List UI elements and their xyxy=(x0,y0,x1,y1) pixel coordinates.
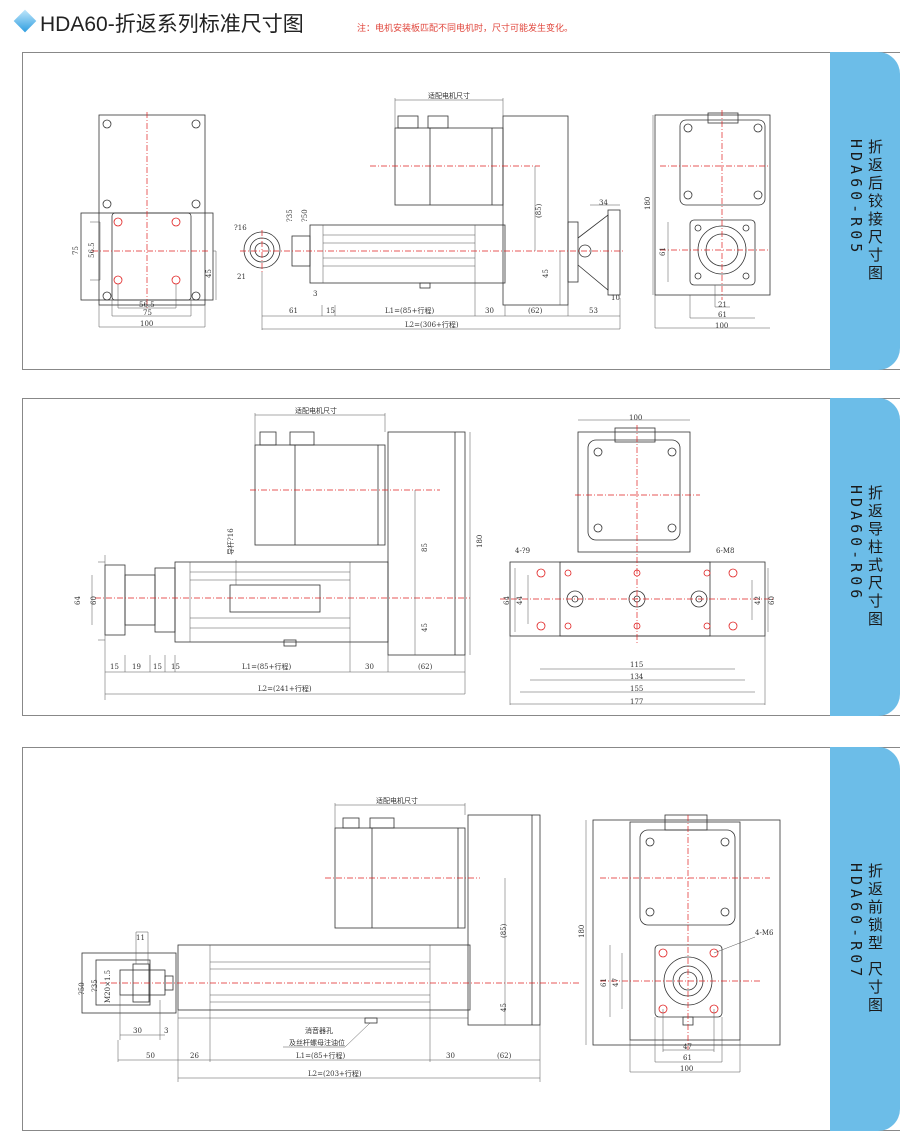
dim-label: (62) xyxy=(528,307,543,315)
dim-label: 11 xyxy=(136,934,145,942)
dim-label: 30 xyxy=(446,1052,455,1060)
dim-label: 30 xyxy=(485,307,494,315)
dim-label: 45 xyxy=(542,269,550,278)
dim-label: 64 xyxy=(503,596,511,605)
dim-label: ?16 xyxy=(234,224,247,232)
dim-label: 45 xyxy=(500,1003,508,1012)
dim-label: 53 xyxy=(589,307,598,315)
panel-code: HDA60-R06 xyxy=(847,485,865,603)
dim-label: 61 xyxy=(600,978,608,987)
panel-title: 折返导柱式尺寸图 xyxy=(866,485,884,629)
dim-label: 64 xyxy=(74,596,82,605)
dim-label: (62) xyxy=(497,1052,512,1060)
dim-label: 适配电机尺寸 xyxy=(295,406,337,415)
dim-label: 适配电机尺寸 xyxy=(376,796,418,805)
dim-label: 10 xyxy=(611,294,620,302)
r05-side-view: 适配电机尺寸 ?16 21 ?35 ?50 3 61 15 L1=(85+行程)… xyxy=(234,91,625,330)
dim-label: L1=(85+行程) xyxy=(296,1051,345,1060)
dim-label: 34 xyxy=(599,199,608,207)
dim-label: (62) xyxy=(418,663,433,671)
dim-label: ?35 xyxy=(91,979,99,992)
dim-label: 30 xyxy=(365,663,374,671)
panel-title: 折返前锁型 尺寸图 xyxy=(866,863,884,1015)
dim-label: 180 xyxy=(644,197,652,210)
dim-label: 180 xyxy=(578,925,586,938)
dim-label: 100 xyxy=(715,322,728,330)
dim-label: 85 xyxy=(421,543,429,552)
dim-label: 177 xyxy=(630,698,643,706)
dim-label: 100 xyxy=(140,320,153,328)
dim-label: 61 xyxy=(659,247,667,256)
dim-label: 100 xyxy=(680,1065,693,1073)
dim-label: 42 xyxy=(754,596,762,605)
dim-label: 180 xyxy=(476,535,484,548)
dim-label: 3 xyxy=(164,1027,168,1035)
dim-label: 47 xyxy=(683,1043,692,1051)
dim-label: L2=(203+行程) xyxy=(308,1069,362,1078)
page-note: 注：电机安装板匹配不同电机时，尺寸可能发生变化。 xyxy=(357,24,574,34)
dim-label: ?50 xyxy=(78,982,86,995)
panel-code: HDA60-R07 xyxy=(847,863,865,981)
dim-label: ?35 xyxy=(286,209,294,222)
dim-label: 56.5 xyxy=(139,301,155,309)
dim-label: 15 xyxy=(326,307,335,315)
dim-label: ?50 xyxy=(301,209,309,222)
dim-label: 消音器孔 xyxy=(305,1026,333,1035)
dim-label: L2=(241+行程) xyxy=(258,684,312,693)
panel-title: 折返后铰接尺寸图 xyxy=(866,139,884,283)
dim-label: 155 xyxy=(630,685,643,693)
dim-label: 导杆?16 xyxy=(226,528,235,555)
r07-side-view: 适配电机尺寸 11 ?50 ?35 M20×1.5 30 3 消音器孔 及丝杆螺… xyxy=(78,796,580,1082)
dim-label: L1=(85+行程) xyxy=(242,662,291,671)
page-title: HDA60-折返系列标准尺寸图 xyxy=(40,13,304,36)
dim-label: 45 xyxy=(205,269,213,278)
dim-label: 19 xyxy=(132,663,141,671)
dim-label: 61 xyxy=(683,1054,692,1062)
r05-end-view: 75 56.5 45 56.5 75 100 xyxy=(72,112,217,328)
dim-label: M20×1.5 xyxy=(104,970,112,1003)
dim-label: 4-?9 xyxy=(515,547,530,555)
dim-label: 60 xyxy=(768,596,776,605)
r06-side-view: 适配电机尺寸 导杆?16 85 45 180 64 60 15 19 15 15… xyxy=(74,406,484,700)
dim-label: 4-M6 xyxy=(755,929,774,937)
dim-label: 15 xyxy=(171,663,180,671)
dim-label: 61 xyxy=(289,307,298,315)
r05-front-view: 180 61 21 61 100 xyxy=(644,110,771,330)
dim-label: 134 xyxy=(630,673,644,681)
panel-code: HDA60-R05 xyxy=(847,139,865,257)
dim-label: 3 xyxy=(313,290,317,298)
dim-label: 100 xyxy=(629,414,642,422)
dim-label: 适配电机尺寸 xyxy=(428,91,470,100)
dim-label: 45 xyxy=(421,623,429,632)
dim-label: (85) xyxy=(500,923,508,938)
dim-label: L2=(306+行程) xyxy=(405,320,459,329)
dim-label: 75 xyxy=(72,246,80,255)
dim-label: 60 xyxy=(90,596,98,605)
dim-label: 26 xyxy=(190,1052,199,1060)
dim-label: L1=(85+行程) xyxy=(385,306,434,315)
dim-label: 30 xyxy=(133,1027,142,1035)
dim-label: 15 xyxy=(110,663,119,671)
dim-label: (85) xyxy=(535,203,543,218)
dim-label: 56.5 xyxy=(88,242,96,258)
dim-label: 75 xyxy=(143,309,152,317)
dim-label: 21 xyxy=(237,273,246,281)
dim-label: 及丝杆螺母注油位 xyxy=(289,1038,345,1047)
r06-front-view: 100 4-?9 6-M8 64 44 42 60 115 134 155 17… xyxy=(500,414,776,706)
dim-label: 6-M8 xyxy=(716,547,734,555)
dim-label: 15 xyxy=(153,663,162,671)
dim-label: 47 xyxy=(612,978,620,987)
dim-label: 21 xyxy=(718,301,727,309)
dim-label: 61 xyxy=(718,311,727,319)
dim-label: 115 xyxy=(630,661,643,669)
dim-label: 50 xyxy=(146,1052,155,1060)
dim-label: 44 xyxy=(516,596,524,605)
r07-front-view: 180 4-M6 61 47 47 61 100 xyxy=(578,814,781,1073)
